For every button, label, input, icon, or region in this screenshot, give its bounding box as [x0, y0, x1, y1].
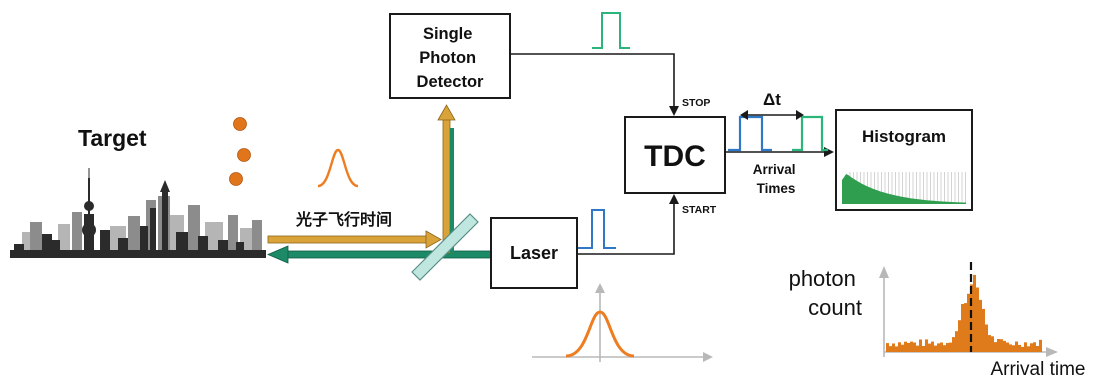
svg-text:Single Photon Detector: Single Photon Detector	[417, 25, 485, 91]
tdc-label: TDC	[644, 140, 706, 173]
stop-pulse-icon	[792, 115, 828, 152]
svg-text:photon count: photon count	[789, 266, 862, 320]
inset-histogram-bar	[895, 346, 898, 352]
time-of-flight-label: 光子飞行时间	[295, 210, 392, 229]
arrival-arrowhead	[824, 147, 834, 157]
inset-histogram-bar	[952, 337, 955, 352]
inset-histogram-bar	[994, 342, 997, 352]
inset-histogram-bar	[973, 274, 976, 352]
laser-gaussian-pulse	[565, 310, 635, 358]
inset-histogram-bar	[976, 287, 979, 352]
inset-histogram-bar	[1021, 346, 1024, 352]
inset-histogram-bar	[985, 324, 988, 352]
inset-histogram	[886, 274, 1042, 352]
histogram-decay-area	[842, 174, 966, 204]
delta-t-label: Δt	[763, 90, 781, 109]
inset-histogram-bar	[1027, 346, 1030, 352]
inset-histogram-bar	[910, 341, 913, 352]
histogram-label: Histogram	[862, 127, 946, 146]
city-skyline-icon	[10, 168, 266, 258]
inset-histogram-bar	[892, 343, 895, 352]
inset-histogram-bar	[1033, 342, 1036, 352]
inset-histogram-bar	[898, 342, 901, 352]
detector-box	[389, 13, 511, 99]
inset-histogram-bar	[967, 293, 970, 352]
arrival-times-label-line1: Arrival	[753, 162, 796, 177]
inset-histogram-bar	[1000, 339, 1003, 352]
delta-t-arrow	[740, 110, 804, 120]
target-label: Target	[78, 125, 147, 151]
inset-xlabel: Arrival time	[990, 359, 1085, 380]
histogram-box	[835, 109, 973, 211]
inset-histogram-bar	[1009, 344, 1012, 352]
inset-histogram-bar	[904, 341, 907, 352]
inset-histogram-bar	[1018, 344, 1021, 352]
inset-histogram-bar	[916, 345, 919, 352]
inset-histogram-bar	[931, 341, 934, 352]
inset-histogram-bar	[1012, 345, 1015, 352]
inset-ylabel-line1: photon	[789, 266, 856, 291]
inset-histogram-bar	[955, 331, 958, 352]
inset-histogram-bar	[1036, 346, 1039, 352]
inset-histogram-bar	[988, 335, 991, 352]
inset-histogram-bar	[970, 284, 973, 352]
inset-histogram-bar	[949, 342, 952, 352]
inset-histogram-bar	[1003, 340, 1006, 352]
inset-histogram-bar	[982, 308, 985, 352]
laser-box	[490, 217, 578, 289]
start-label: START	[682, 204, 717, 216]
inset-histogram-bar	[1039, 339, 1042, 352]
detector-label-line2: Photon	[419, 49, 476, 67]
histogram-thumbnail	[842, 172, 966, 204]
inset-histogram-bar	[1030, 343, 1033, 352]
inset-histogram-bar	[961, 304, 964, 352]
inset-histogram-bar	[925, 339, 928, 352]
laser-pulse-axes	[532, 283, 713, 362]
inset-histogram-bar	[934, 345, 937, 352]
inset-histogram-bar	[901, 344, 904, 352]
inset-histogram-bar	[997, 339, 1000, 352]
inset-histogram-bar	[991, 336, 994, 352]
inset-histogram-bar	[946, 342, 949, 352]
detector-pulse-icon	[592, 12, 630, 49]
laser-pulse-icon	[578, 209, 616, 249]
laser-label: Laser	[510, 243, 558, 263]
inset-histogram-bar	[1006, 342, 1009, 352]
inset-histogram-bar	[922, 346, 925, 352]
tdc-box	[624, 116, 726, 194]
start-pulse-icon	[728, 115, 772, 152]
photon-dots	[229, 117, 251, 186]
detector-label-line1: Single	[423, 25, 473, 43]
inset-histogram-bar	[1015, 341, 1018, 352]
inset-histogram-bar	[943, 345, 946, 352]
detector-label-line3: Detector	[417, 73, 485, 91]
inset-histogram-bar	[940, 342, 943, 352]
inset-histogram-bar	[937, 343, 940, 352]
inset-histogram-bar	[958, 320, 961, 352]
inset-histogram-bar	[964, 303, 967, 352]
return-pulse-icon	[317, 148, 359, 188]
stop-wire	[510, 53, 675, 108]
stop-label: STOP	[682, 97, 710, 109]
outgoing-beam	[266, 245, 493, 264]
inset-histogram-bar	[979, 299, 982, 352]
inset-histogram-bar	[886, 343, 889, 352]
arrival-times-label-line2: Times	[757, 181, 796, 196]
inset-histogram-bar	[1024, 342, 1027, 352]
inset-histogram-bar	[889, 346, 892, 352]
beam-splitter	[411, 213, 479, 281]
return-beam	[267, 230, 442, 249]
inset-histogram-bar	[913, 342, 916, 352]
svg-text:Arrival Times: Arrival Times	[753, 162, 800, 196]
start-wire	[577, 202, 675, 255]
inset-histogram-bar	[919, 339, 922, 352]
start-arrowhead	[669, 194, 679, 204]
inset-histogram-bar	[907, 343, 910, 352]
inset-ylabel-line2: count	[808, 295, 862, 320]
inset-histogram-bar	[928, 343, 931, 352]
stop-arrowhead	[669, 106, 679, 116]
